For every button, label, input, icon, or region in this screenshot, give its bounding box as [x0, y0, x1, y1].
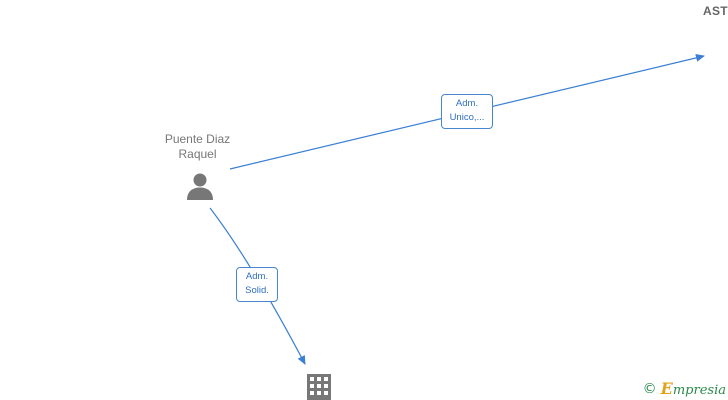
person-icon[interactable]	[185, 172, 215, 200]
person-node-label[interactable]: Puente Diaz Raquel	[150, 132, 245, 162]
building-icon[interactable]	[307, 374, 331, 400]
brand-logo: Empresia	[661, 379, 726, 398]
person-name-line1: Puente Diaz	[164, 132, 231, 146]
brand-name-rest: mpresia	[672, 383, 726, 398]
company-node-label[interactable]: AST	[703, 4, 728, 18]
edge-label-line1: Adm.	[455, 98, 479, 109]
edge-label-line2: Solid.	[245, 285, 269, 296]
edge-label-line1: Adm.	[245, 271, 269, 282]
empresia-watermark: © Empresia	[643, 379, 726, 398]
edge-label-adm-unico[interactable]: Adm. Unico,...	[441, 94, 493, 129]
edge-label-adm-solid[interactable]: Adm. Solid.	[236, 267, 278, 302]
copyright-icon: ©	[642, 380, 657, 397]
person-name-line2: Raquel	[178, 147, 217, 161]
edge-label-line2: Unico,...	[449, 112, 485, 123]
brand-initial: E	[660, 379, 673, 398]
